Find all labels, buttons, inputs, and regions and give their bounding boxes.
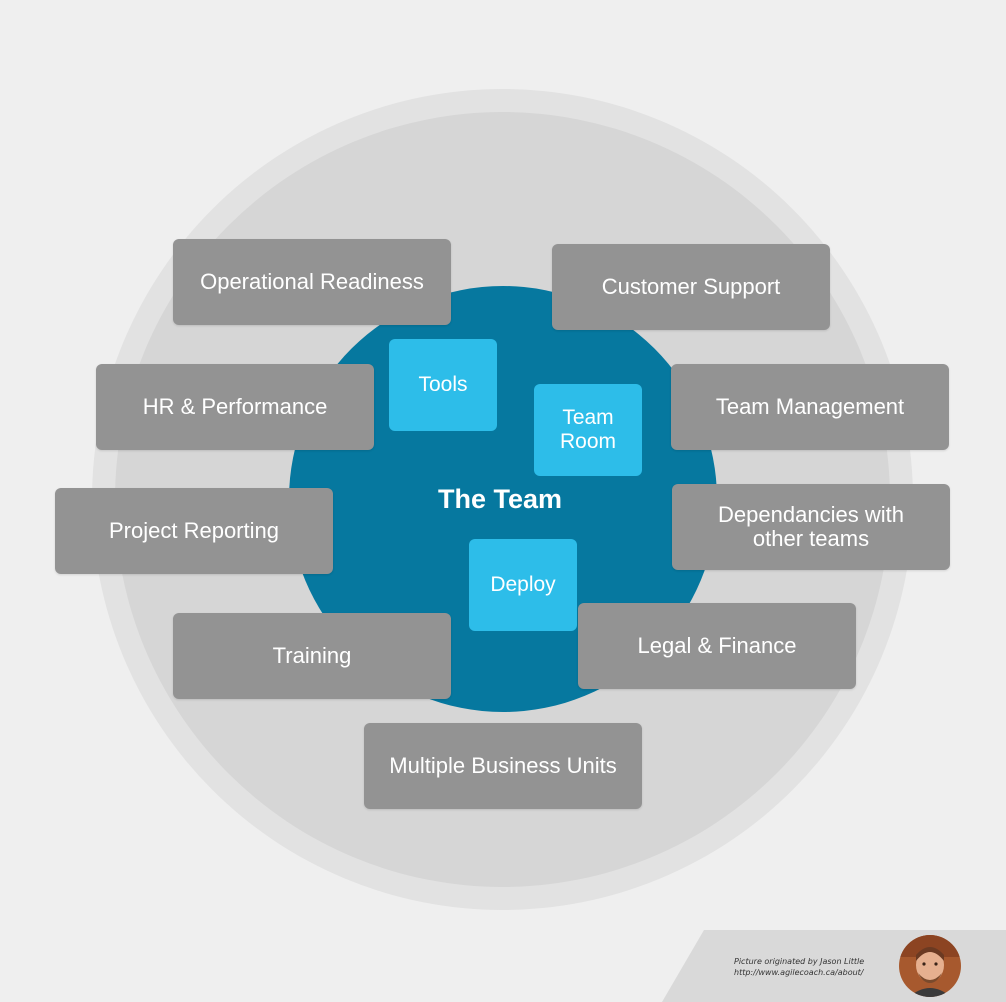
outer-item-legal-finance: Legal & Finance [578,603,856,689]
outer-item-label: Team Management [715,394,905,419]
author-avatar [899,935,961,997]
outer-item-operational-readiness: Operational Readiness [173,239,451,325]
outer-item-label: Multiple Business Units [389,753,617,778]
credit-text: Picture originated by Jason Little http:… [734,956,894,978]
outer-item-hr-performance: HR & Performance [96,364,374,450]
outer-item-label: Operational Readiness [200,269,424,294]
inner-item-team-room: Team Room [534,384,642,476]
outer-item-label: Customer Support [601,274,781,299]
outer-item-label: Training [272,643,352,668]
outer-item-dependancies: Dependancies with other teams [672,484,950,570]
credit-author: Picture originated by Jason Little [734,957,865,966]
inner-item-deploy: Deploy [469,539,577,631]
outer-item-team-management: Team Management [671,364,949,450]
outer-item-project-reporting: Project Reporting [55,488,333,574]
outer-item-training: Training [173,613,451,699]
avatar-portrait-icon [899,935,961,997]
outer-item-multiple-business-units: Multiple Business Units [364,723,642,809]
outer-item-customer-support: Customer Support [552,244,830,330]
core-title: The Team [437,484,563,514]
outer-item-label: Dependancies with other teams [718,502,904,551]
inner-item-tools: Tools [389,339,497,431]
outer-item-label: Project Reporting [109,518,279,543]
inner-item-label: Team Room [559,406,617,453]
credit-url[interactable]: http://www.agilecoach.ca/about/ [734,968,864,977]
outer-item-label: Legal & Finance [637,633,797,658]
inner-item-label: Tools [418,373,468,396]
inner-item-label: Deploy [490,573,556,596]
outer-item-label: HR & Performance [142,394,328,419]
